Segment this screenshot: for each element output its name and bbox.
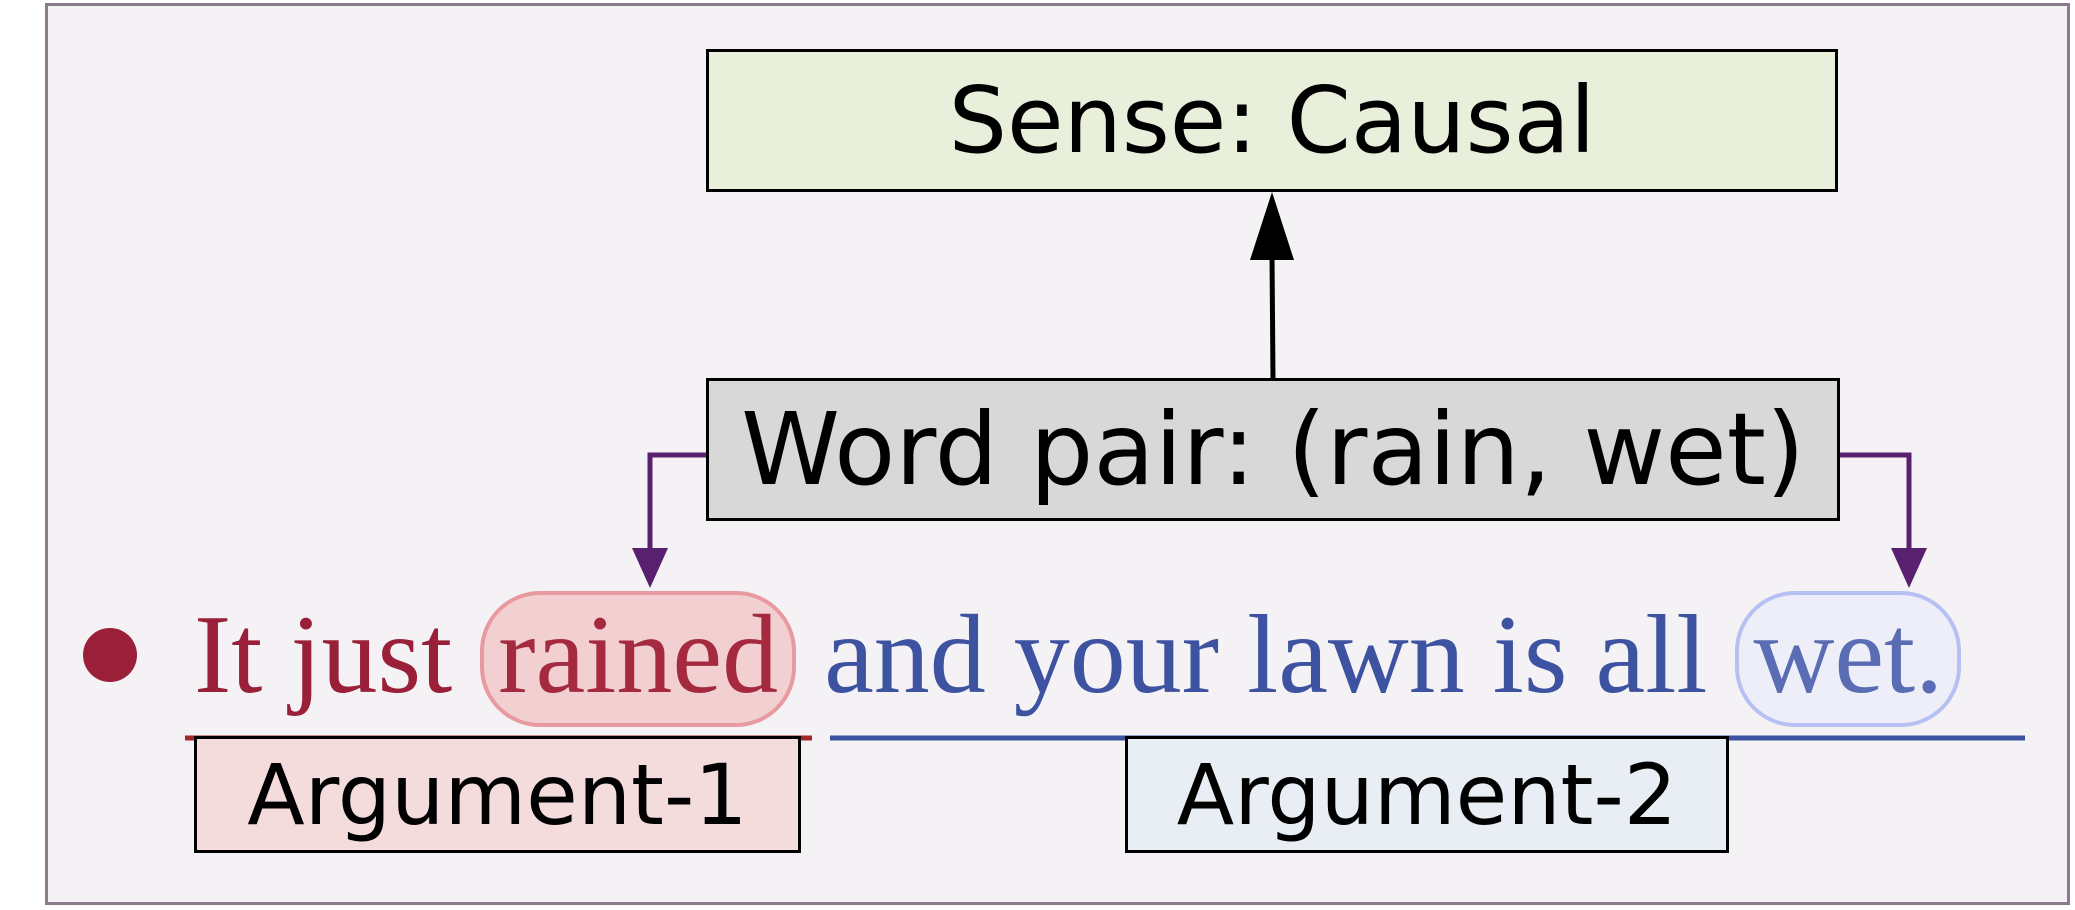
argument-1-label: Argument-1 (247, 745, 748, 844)
example-sentence: It just rained and your lawn is all wet. (194, 580, 1962, 730)
argument-2-text: and your lawn is all (824, 593, 1708, 717)
argument-2-box: Argument-2 (1125, 736, 1729, 853)
connector-to-rained-head (632, 548, 668, 588)
arrow-to-sense-shaft (1269, 254, 1276, 381)
arrow-to-sense-head (1250, 192, 1294, 260)
keyword-wet: wet. (1735, 591, 1962, 727)
sense-label: Sense: Causal (948, 67, 1596, 174)
keyword-rained: rained (480, 591, 797, 727)
connector-to-wet-head (1891, 548, 1927, 588)
bullet-icon (83, 628, 137, 682)
argument-2-label: Argument-2 (1176, 745, 1678, 844)
argument-1-text: It just (194, 593, 453, 717)
connector-to-wet (1840, 452, 1912, 558)
connector-to-rained (647, 452, 706, 558)
argument-1-box: Argument-1 (194, 736, 801, 853)
word-pair-box: Word pair: (rain, wet) (706, 378, 1840, 521)
sense-box: Sense: Causal (706, 49, 1838, 192)
word-pair-label: Word pair: (rain, wet) (741, 391, 1805, 508)
